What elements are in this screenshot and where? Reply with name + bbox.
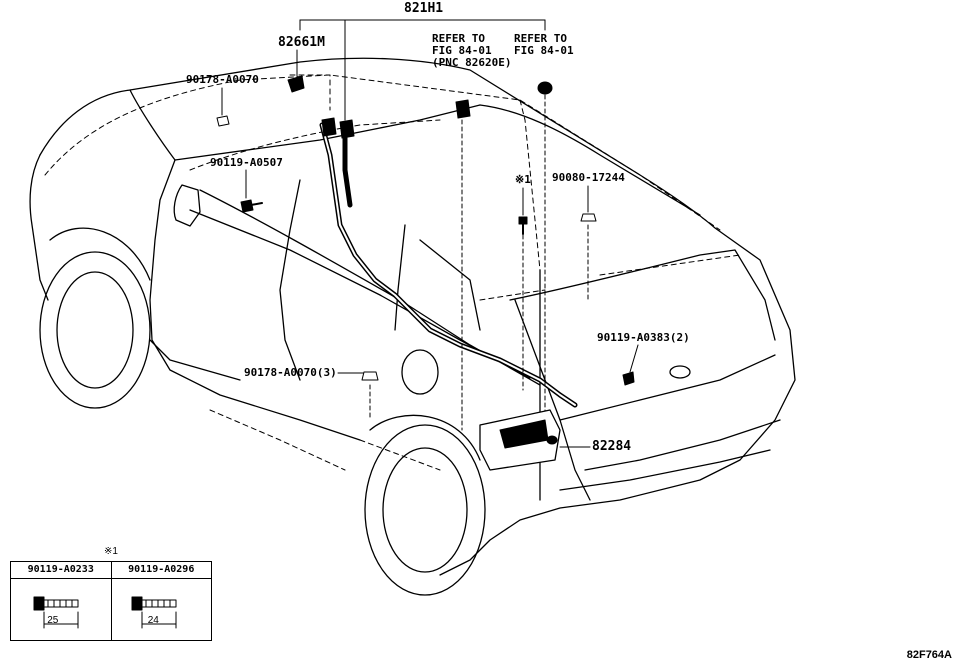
label-82284: 82284 — [592, 439, 632, 454]
bolt-drawing-a0233 — [33, 596, 79, 629]
label-90178-a0070-3: 90178-A0070(3) — [244, 366, 337, 379]
parts-table-header: 90119-A0296 — [111, 562, 211, 579]
bolt-90119-a0383 — [622, 371, 635, 386]
label-refer-b: REFER TO FIG 84-01 — [514, 32, 574, 57]
label-82661m: 82661M — [278, 35, 325, 50]
label-mark-1: ※1 — [515, 173, 531, 186]
label-90119-a0507: 90119-A0507 — [210, 156, 283, 169]
clip-90178-3 — [361, 371, 379, 381]
document-code: 82F764A — [906, 649, 952, 661]
parts-table: 90119-A0233 25 90119-A0296 24 — [10, 561, 212, 641]
dashed-leaders — [369, 94, 589, 441]
nut-90080 — [580, 213, 597, 222]
label-90080-17244: 90080-17244 — [552, 171, 625, 184]
bolt-x1 — [518, 216, 528, 225]
clip-90178 — [216, 115, 230, 127]
length-dimension: 24 — [147, 615, 159, 626]
bolt-drawing-a0296 — [131, 596, 177, 629]
label-refer-a: REFER TO FIG 84-01 (PNC 82620E) — [432, 32, 512, 69]
connector-fig84 — [537, 81, 553, 95]
bolt-90119-a0507 — [240, 199, 254, 213]
parts-table-cell: 90119-A0296 24 — [111, 562, 211, 640]
vehicle-body — [29, 57, 796, 576]
length-dimension: 25 — [47, 615, 59, 626]
parts-table-header: 90119-A0233 — [11, 562, 111, 579]
label-90119-a0383: 90119-A0383(2) — [597, 331, 690, 344]
connector-82661m — [287, 75, 305, 93]
label-821h1: 821H1 — [404, 1, 444, 16]
connector-82620e — [455, 99, 471, 119]
front-wheel — [39, 227, 151, 409]
rear-wheel — [364, 414, 486, 596]
parts-table-cell: 90119-A0233 25 — [11, 562, 112, 640]
parts-table-title: ※1 — [104, 546, 118, 557]
label-90178-a0070: 90178-A0070 — [186, 73, 259, 86]
leader-lines — [221, 19, 639, 448]
parts — [216, 75, 635, 471]
hidden-lines — [44, 74, 741, 471]
wire-harness — [319, 122, 578, 408]
